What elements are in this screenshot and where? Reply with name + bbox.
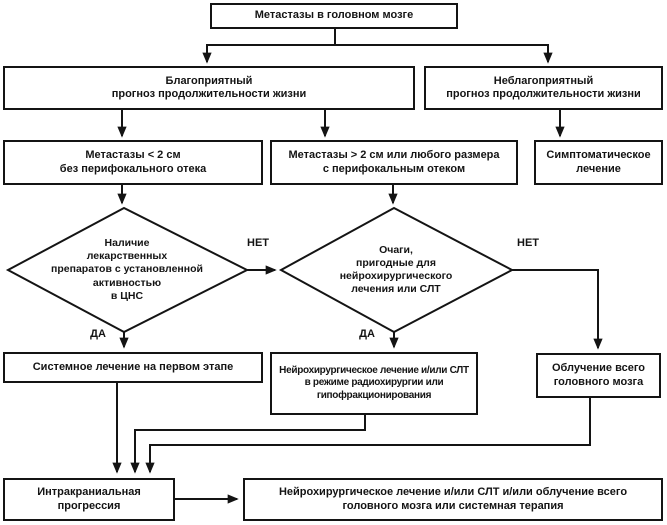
node-intracranial-progression: Интракраниальная прогрессия xyxy=(3,478,175,521)
connector-root-split xyxy=(207,28,549,46)
node-drugs-decision-text: Наличие лекарственных препаратов с устан… xyxy=(51,237,203,302)
connector-wbrt-to-progression xyxy=(145,398,591,474)
node-neurosurgery-srt: Нейрохирургическое лечение и/или СЛТ в р… xyxy=(270,352,478,415)
node-small-metastases: Метастазы < 2 см без перифокального отек… xyxy=(3,140,263,185)
connector-neurosurgery-to-progression xyxy=(130,415,366,474)
node-large-metastases: Метастазы > 2 см или любого размера с пе… xyxy=(270,140,518,185)
node-symptomatic-treatment: Симптоматическое лечение xyxy=(534,140,663,185)
node-final-treatment: Нейрохирургическое лечение и/или СЛТ и/и… xyxy=(243,478,663,521)
node-root: Метастазы в головном мозге xyxy=(210,3,458,29)
node-systemic-treatment: Системное лечение на первом этапе xyxy=(3,352,263,383)
node-unfavorable-prognosis: Неблагоприятный прогноз продолжительност… xyxy=(424,66,663,110)
edge-label-yes-lesions: ДА xyxy=(359,328,375,340)
node-whole-brain-radiation: Облучение всего головного мозга xyxy=(536,353,661,398)
node-lesions-decision-text: Очаги, пригодные для нейрохирургического… xyxy=(339,243,453,296)
edge-label-no-lesions: НЕТ xyxy=(517,237,539,249)
connector-lesions-no-to-wbrt xyxy=(512,269,603,350)
edge-label-no-drugs: НЕТ xyxy=(247,237,269,249)
edge-label-yes-drugs: ДА xyxy=(90,328,106,340)
node-favorable-prognosis: Благоприятный прогноз продолжительности … xyxy=(3,66,415,110)
